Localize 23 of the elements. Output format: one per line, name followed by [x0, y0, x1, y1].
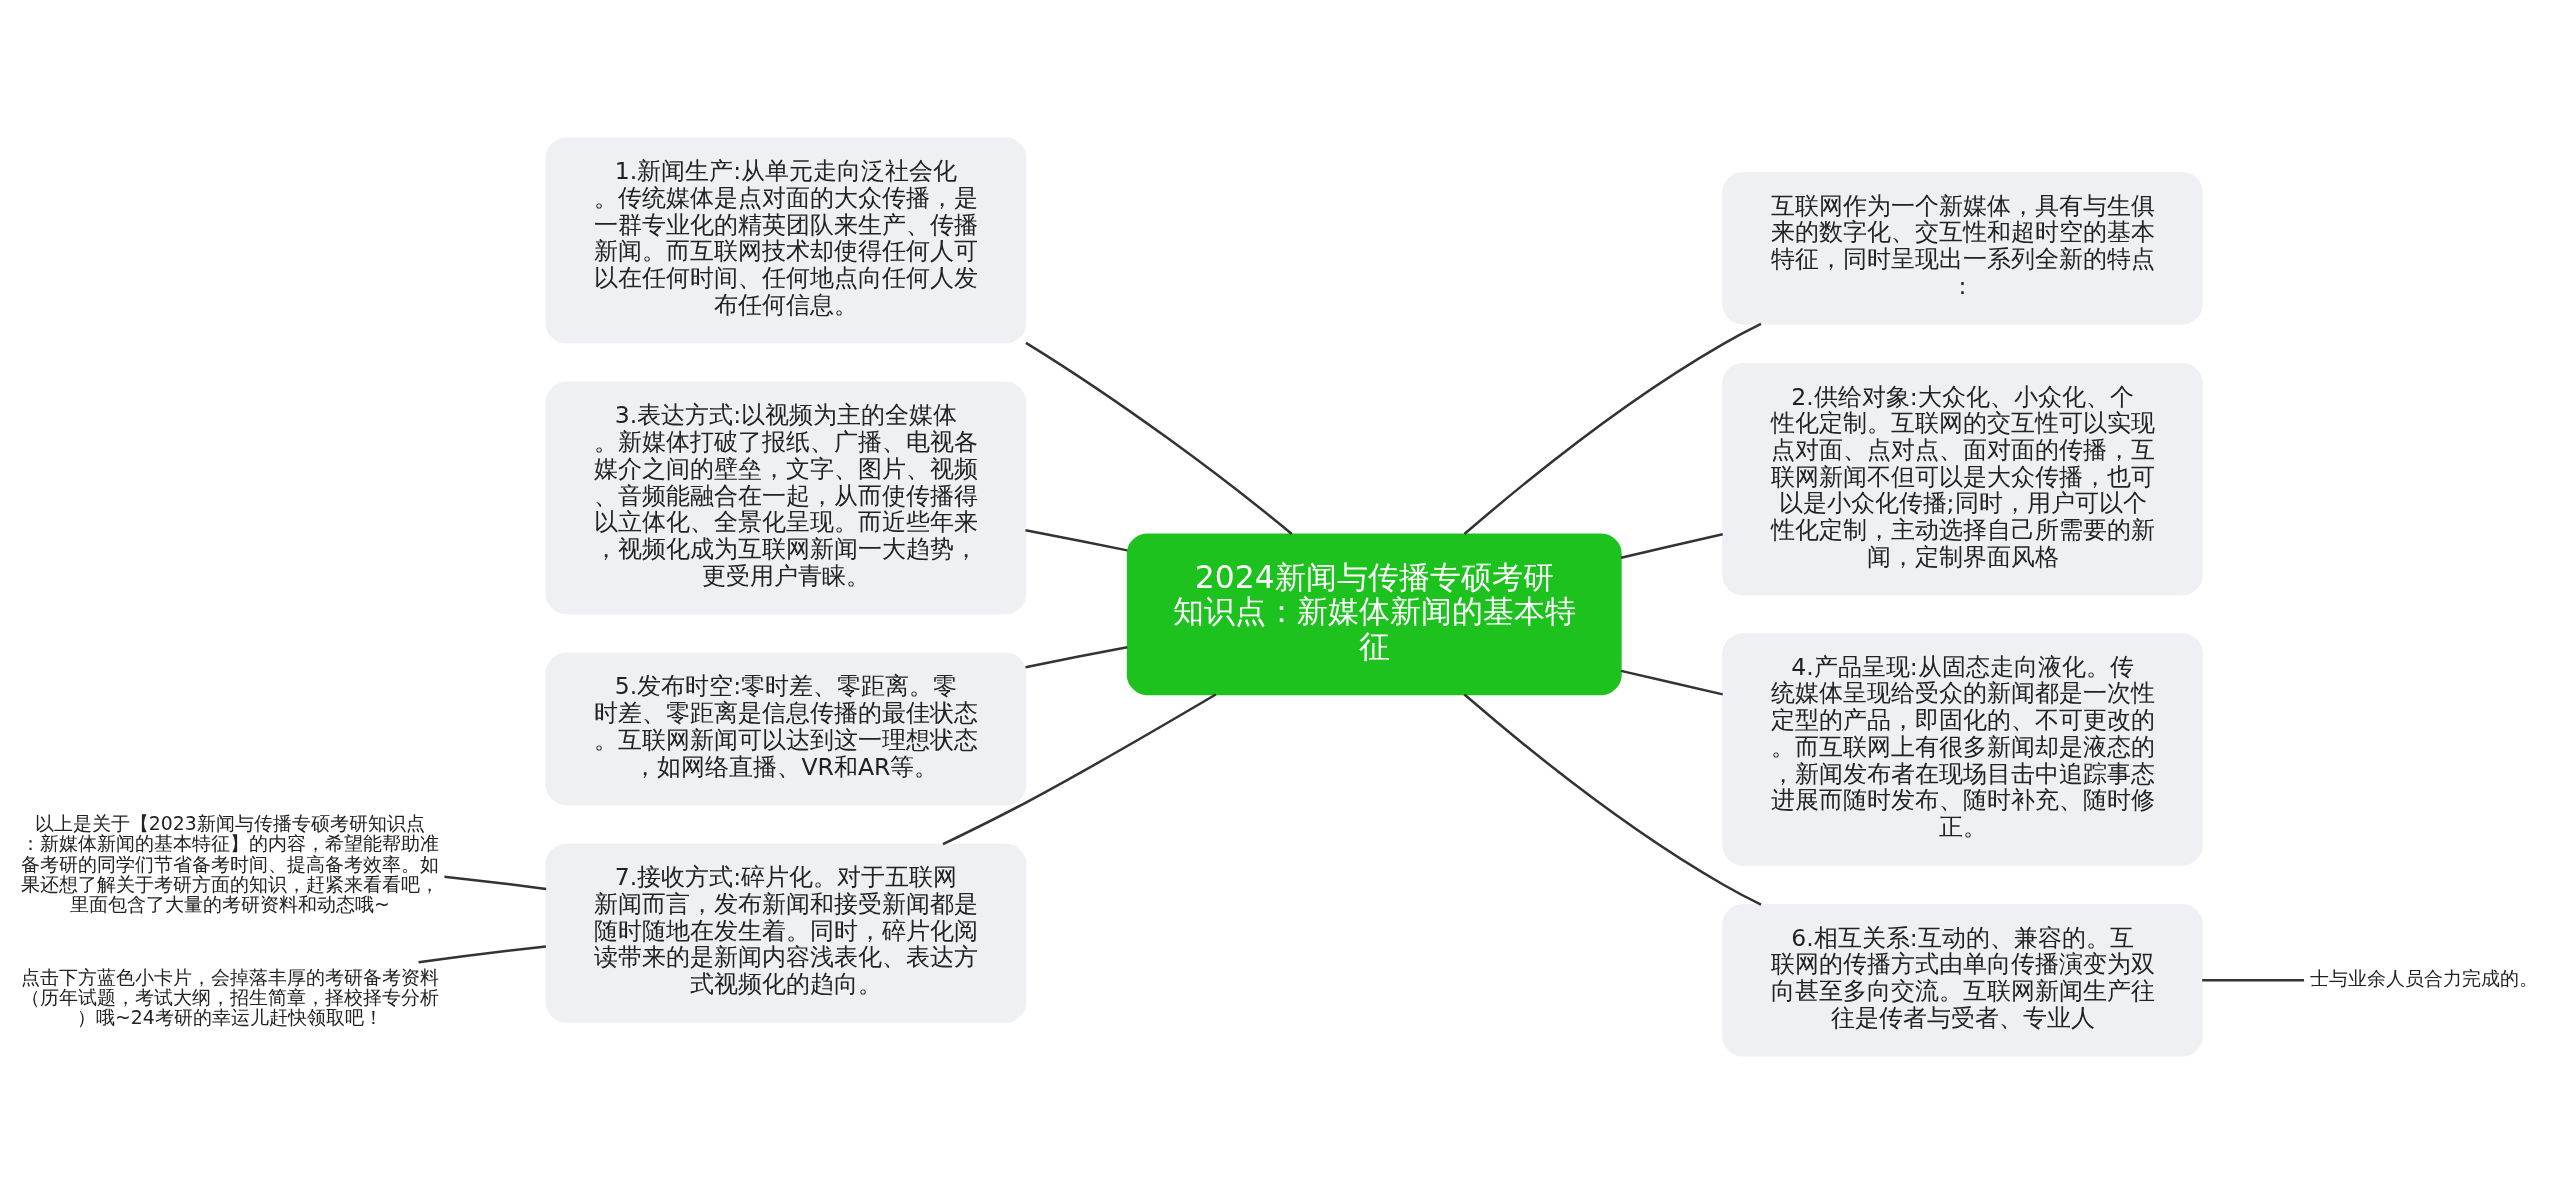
- connector: [1620, 669, 1723, 696]
- node-box: 7.接收方式:碎片化。对于五联网新闻而言，发布新闻和接受新闻都是随时随地在发生着。同时，碎片化阅读带来的是新闻内容浅表化、表达方式视频化的趋向。: [545, 843, 1027, 1023]
- connector: [1025, 646, 1128, 669]
- node-box: 6.相互关系:互动的、兼容的。互联网的传播方式由单向传播演变为双向甚至多向交流。互联网新闻生产往往是传者与受者、专业人: [1722, 904, 2203, 1057]
- connector: [1025, 529, 1128, 552]
- node-box: 1.新闻生产:从单元走向泛社会化。传统媒体是点对面的大众传播，是一群专业化的精英团队来生产、传播新闻。而互联网技术却使得任何人可以在任何时间、任何地点向任何人发布任何信息。: [545, 137, 1027, 344]
- node-text: 点击下方蓝色小卡片，会掉落丰厚的考研备考资料（历年试题，考试大纲，招生简章，择校择专分析）哦~24考研的幸运儿赶快领取吧！: [20, 966, 439, 1029]
- node-text: 以上是关于【2023新闻与传播专硕考研知识点：新媒体新闻的基本特征】的内容，希望能帮助准备考研的同学们节省备考时间、提高备考效率。如果还想了解关于考研方面的知识，赶紧来看看吧，里面包含了大量的考研资料和动态哦~: [20, 812, 439, 916]
- connector: [1025, 341, 1293, 535]
- node-box: 互联网作为一个新媒体，具有与生俱来的数字化、交互性和超时空的基本特征，同时呈现出一系列全新的特点:: [1722, 172, 2203, 325]
- node-text: 士与业余人员合力完成的。: [2310, 968, 2539, 990]
- connector: [1620, 532, 1723, 559]
- node-box: 2024新闻与传播专硕考研知识点：新媒体新闻的基本特征: [1126, 533, 1622, 696]
- connector: [1463, 322, 1762, 535]
- node-box: 4.产品呈现:从固态走向液化。传统媒体呈现给受众的新闻都是一次性定型的产品，即固化的、不可更改的。而互联网上有很多新闻却是液态的，新闻发布者在现场目击中追踪事态进展而随时发布、随时补充、随时修正。: [1722, 633, 2203, 866]
- connector: [2202, 979, 2305, 982]
- connector: [1463, 693, 1762, 906]
- connector: [418, 945, 546, 964]
- connector: [942, 693, 1217, 846]
- node-box: 2.供给对象:大众化、小众化、个性化定制。互联网的交互性可以实现点对面、点对点、面对面的传播，互联网新闻不但可以是大众传播，也可以是小众化传播;同时，用户可以个性化定制，主动选择自己所需要的新闻，定制界面风格: [1722, 362, 2203, 596]
- node-box: 5.发布时空:零时差、零距离。零时差、零距离是信息传播的最佳状态。互联网新闻可以达到这一理想状态，如网络直播、VR和AR等。: [545, 652, 1027, 806]
- node-box: 3.表达方式:以视频为主的全媒体。新媒体打破了报纸、广播、电视各媒介之间的壁垒，文字、图片、视频、音频能融合在一起，从而使传播得以立体化、全景化呈现。而近些年来，视频化成为互联网新闻一大趋势，更受用户青睐。: [545, 381, 1027, 615]
- connector: [444, 875, 547, 891]
